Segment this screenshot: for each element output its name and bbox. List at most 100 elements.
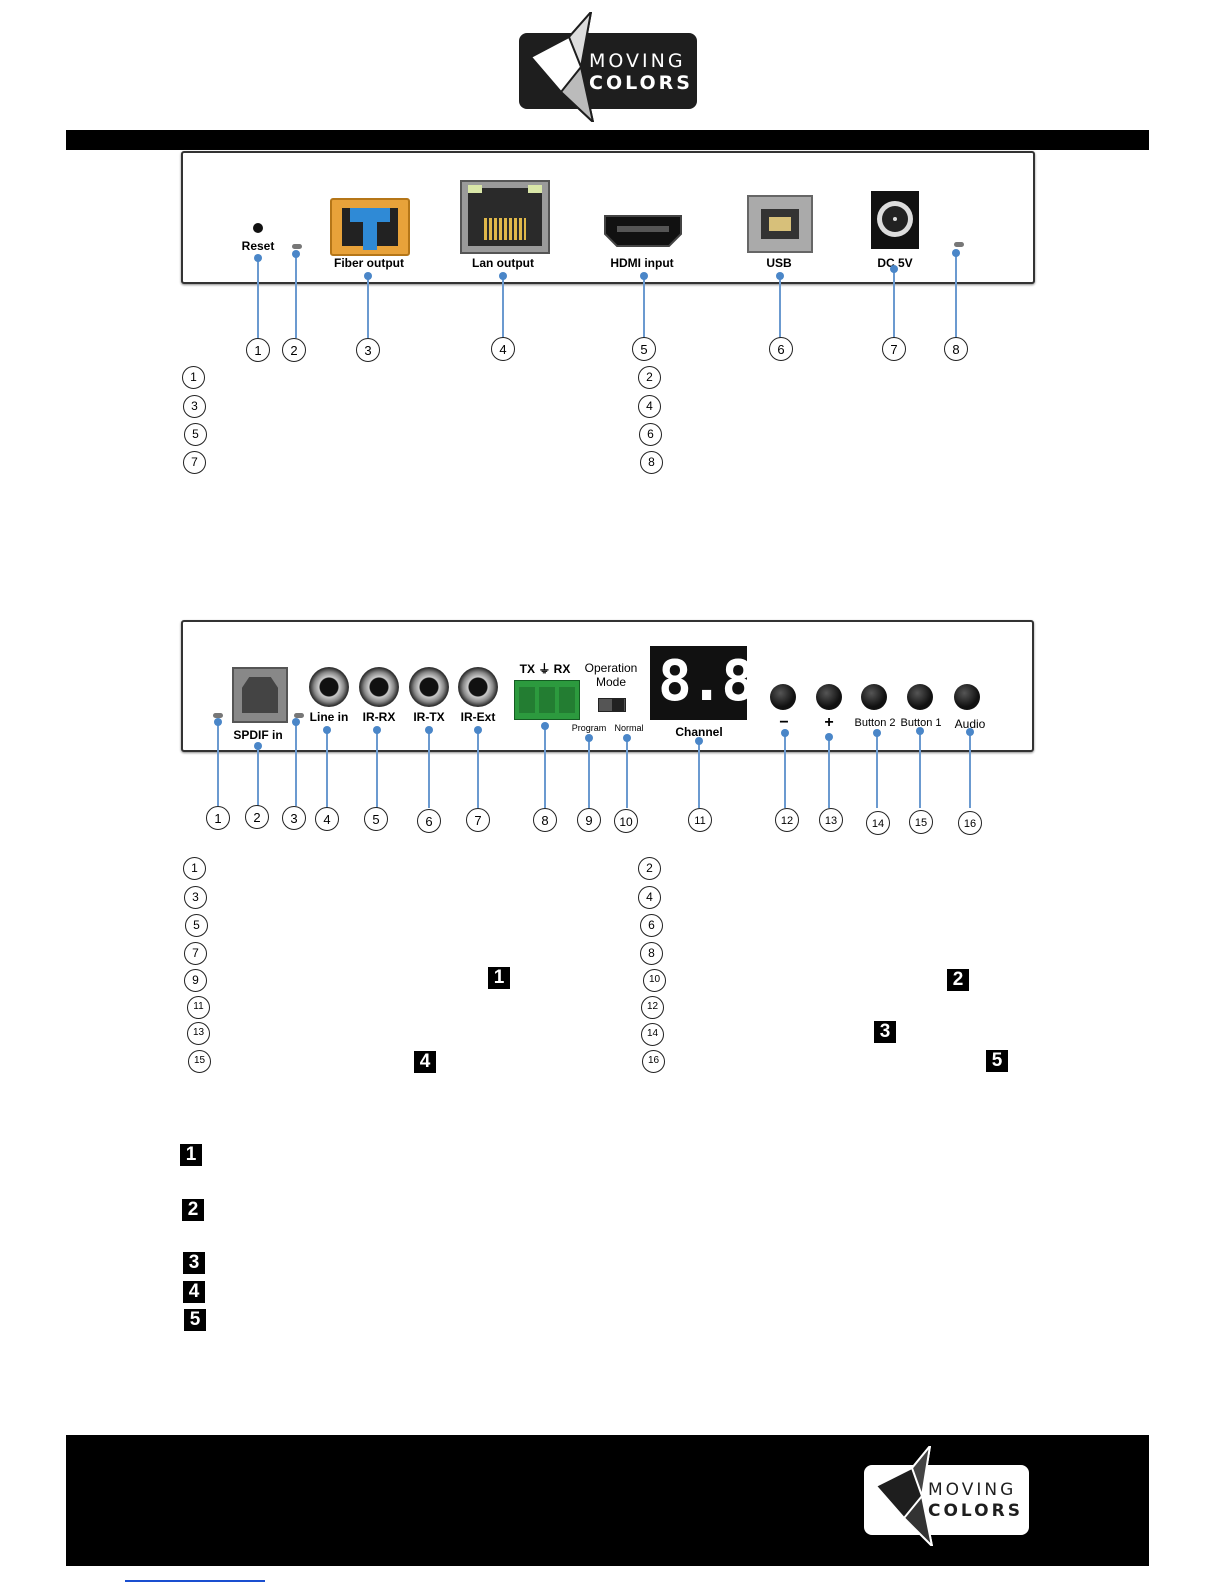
callout-p2-13: 13 <box>819 808 843 832</box>
brand-name-line1: MOVING <box>589 50 686 72</box>
label-normal: Normal <box>614 723 644 733</box>
leader-line-8 <box>955 253 957 338</box>
leader-line-5 <box>643 275 645 338</box>
ir-ext-jack-icon <box>458 667 498 707</box>
leader-line-p2-15 <box>919 731 921 808</box>
callout-8: 8 <box>944 337 968 361</box>
note-marker-2: 2 <box>947 969 969 991</box>
legend-number-6: 6 <box>639 423 662 446</box>
leader-line-p2-11 <box>698 741 700 808</box>
leader-dot-p2-5 <box>373 726 381 734</box>
plus-button[interactable] <box>816 684 842 710</box>
label-usb: USB <box>766 256 792 270</box>
legend-p2-number-15: 15 <box>188 1050 211 1073</box>
label-ir-rx: IR-RX <box>362 710 396 724</box>
legend-p2-number-9: 9 <box>184 969 207 992</box>
legend-number-7: 7 <box>183 451 206 474</box>
leader-dot-p2-6 <box>425 726 433 734</box>
leader-dot-8 <box>952 249 960 257</box>
leader-dot-4 <box>499 272 507 280</box>
leader-line-p2-16 <box>969 732 971 808</box>
led-indicator-left <box>292 244 302 249</box>
leader-dot-3 <box>364 272 372 280</box>
panel-transmitter-rear: Reset Fiber output Lan output HDMI input… <box>181 151 1035 284</box>
footer-bar: MOVING COLORS <box>66 1435 1149 1566</box>
callout-5: 5 <box>632 337 656 361</box>
note-marker-5: 5 <box>986 1050 1008 1072</box>
legend-number-4: 4 <box>638 395 661 418</box>
brand-name-line2-footer: COLORS <box>928 1501 1023 1521</box>
header-bar <box>66 130 1149 150</box>
button-1[interactable] <box>907 684 933 710</box>
callout-p2-11: 11 <box>688 808 712 832</box>
minus-button[interactable] <box>770 684 796 710</box>
operation-mode-switch[interactable] <box>598 698 626 712</box>
leader-dot-7 <box>890 265 898 273</box>
channel-display: 8.8. <box>650 646 787 720</box>
label-mode: Mode <box>595 675 627 689</box>
footnote-marker-4: 4 <box>183 1281 205 1303</box>
leader-line-1 <box>257 258 259 338</box>
footer-link-underline[interactable] <box>125 1580 265 1582</box>
callout-p2-2: 2 <box>245 805 269 829</box>
leader-line-p2-8 <box>544 726 546 808</box>
legend-p2-number-11: 11 <box>187 996 210 1019</box>
leader-line-p2-12 <box>784 733 786 808</box>
note-marker-1: 1 <box>488 967 510 989</box>
callout-1: 1 <box>246 338 270 362</box>
note-marker-4: 4 <box>414 1051 436 1073</box>
footnote-marker-3: 3 <box>183 1252 205 1274</box>
legend-number-3: 3 <box>183 395 206 418</box>
leader-dot-5 <box>640 272 648 280</box>
lan-port-icon <box>460 180 550 254</box>
note-marker-3: 3 <box>874 1021 896 1043</box>
callout-7: 7 <box>882 337 906 361</box>
leader-dot-p2-7 <box>474 726 482 734</box>
label-reset: Reset <box>241 239 275 253</box>
callout-p2-1: 1 <box>206 806 230 830</box>
spdif-port-icon <box>232 667 288 723</box>
callout-p2-6: 6 <box>417 809 441 833</box>
callout-p2-9: 9 <box>577 808 601 832</box>
legend-p2-number-4: 4 <box>638 886 661 909</box>
label-dc-5v: DC 5V <box>877 256 913 270</box>
display-digits: 8.8. <box>658 649 787 714</box>
leader-line-p2-7 <box>477 730 479 808</box>
origami-bird-icon <box>874 1446 934 1546</box>
legend-p2-number-10: 10 <box>643 969 666 992</box>
label-minus: − <box>779 714 789 731</box>
legend-p2-number-7: 7 <box>184 942 207 965</box>
leader-dot-1 <box>254 254 262 262</box>
leader-line-p2-2 <box>257 746 259 806</box>
leader-line-7 <box>893 269 895 338</box>
leader-line-p2-5 <box>376 730 378 808</box>
legend-number-5: 5 <box>184 423 207 446</box>
leader-dot-p2-4 <box>323 726 331 734</box>
leader-line-p2-1 <box>217 722 219 806</box>
origami-bird-icon <box>529 12 595 122</box>
brand-name-line1-footer: MOVING <box>928 1480 1017 1500</box>
callout-p2-3: 3 <box>282 806 306 830</box>
led-indicator-1 <box>213 713 223 718</box>
rs232-terminal-icon <box>514 680 580 720</box>
label-audio: Audio <box>954 717 986 731</box>
label-ir-tx: IR-TX <box>413 710 445 724</box>
line-in-jack-icon <box>309 667 349 707</box>
audio-button[interactable] <box>954 684 980 710</box>
legend-p2-number-5: 5 <box>185 914 208 937</box>
legend-number-1: 1 <box>182 366 205 389</box>
leader-dot-p2-3 <box>292 718 300 726</box>
legend-number-2: 2 <box>638 366 661 389</box>
footnote-marker-2: 2 <box>182 1199 204 1221</box>
callout-p2-5: 5 <box>364 807 388 831</box>
legend-p2-number-12: 12 <box>641 996 664 1019</box>
leader-line-p2-14 <box>876 733 878 808</box>
usb-port-icon <box>747 195 813 253</box>
button-2[interactable] <box>861 684 887 710</box>
callout-p2-15: 15 <box>909 810 933 834</box>
callout-6: 6 <box>769 337 793 361</box>
leader-line-p2-9 <box>588 738 590 808</box>
leader-dot-p2-14 <box>873 729 881 737</box>
label-spdif-in: SPDIF in <box>233 728 283 742</box>
label-plus: + <box>824 714 834 731</box>
